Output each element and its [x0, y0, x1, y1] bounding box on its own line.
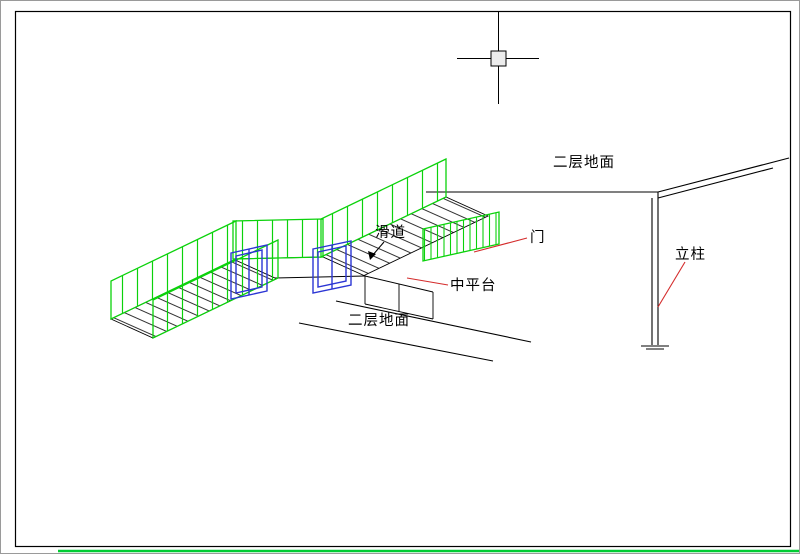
label-mid-platform[interactable]: 中平台: [450, 277, 497, 294]
lower-floor-edge-2[interactable]: [298, 322, 494, 362]
upper-floor-edge[interactable]: [426, 157, 790, 199]
door-frame-left-outer[interactable]: [230, 244, 268, 300]
railing-lower-flight-far[interactable]: [110, 219, 237, 321]
platform-structure[interactable]: [364, 275, 434, 320]
leader-door[interactable]: [473, 237, 528, 253]
leader-lines[interactable]: [406, 237, 686, 308]
label-floor-lower[interactable]: 二层地面: [348, 312, 410, 329]
label-door[interactable]: 门: [530, 229, 546, 246]
lower-floor-edge-1[interactable]: [335, 300, 532, 343]
railing-door-panel[interactable]: [422, 211, 500, 262]
floor-thickness-line[interactable]: [657, 167, 774, 199]
door-frame-left-inner: [235, 249, 263, 294]
lower-floor-plane[interactable]: [298, 300, 532, 362]
floor-slant-line[interactable]: [657, 157, 790, 193]
crosshair-pickbox: [490, 50, 507, 67]
label-slide[interactable]: 滑道: [375, 224, 406, 241]
leader-column[interactable]: [657, 261, 686, 308]
label-column[interactable]: 立柱: [675, 246, 706, 263]
door-frames[interactable]: [230, 240, 352, 300]
drawing-border: [14, 10, 792, 548]
label-floor-upper[interactable]: 二层地面: [553, 154, 615, 171]
door-frame-right-inner: [317, 245, 347, 288]
slide-arrow[interactable]: [368, 241, 385, 260]
crosshair-cursor-icon: [457, 12, 539, 104]
column[interactable]: [641, 198, 669, 350]
platform-base-line: [364, 303, 434, 320]
slide-arrowhead: [368, 251, 376, 260]
railing-lower-flight-near[interactable]: [152, 238, 279, 340]
leader-mid-platform[interactable]: [406, 277, 449, 286]
railings[interactable]: [110, 157, 500, 340]
door-frame-right-outer[interactable]: [312, 240, 352, 294]
